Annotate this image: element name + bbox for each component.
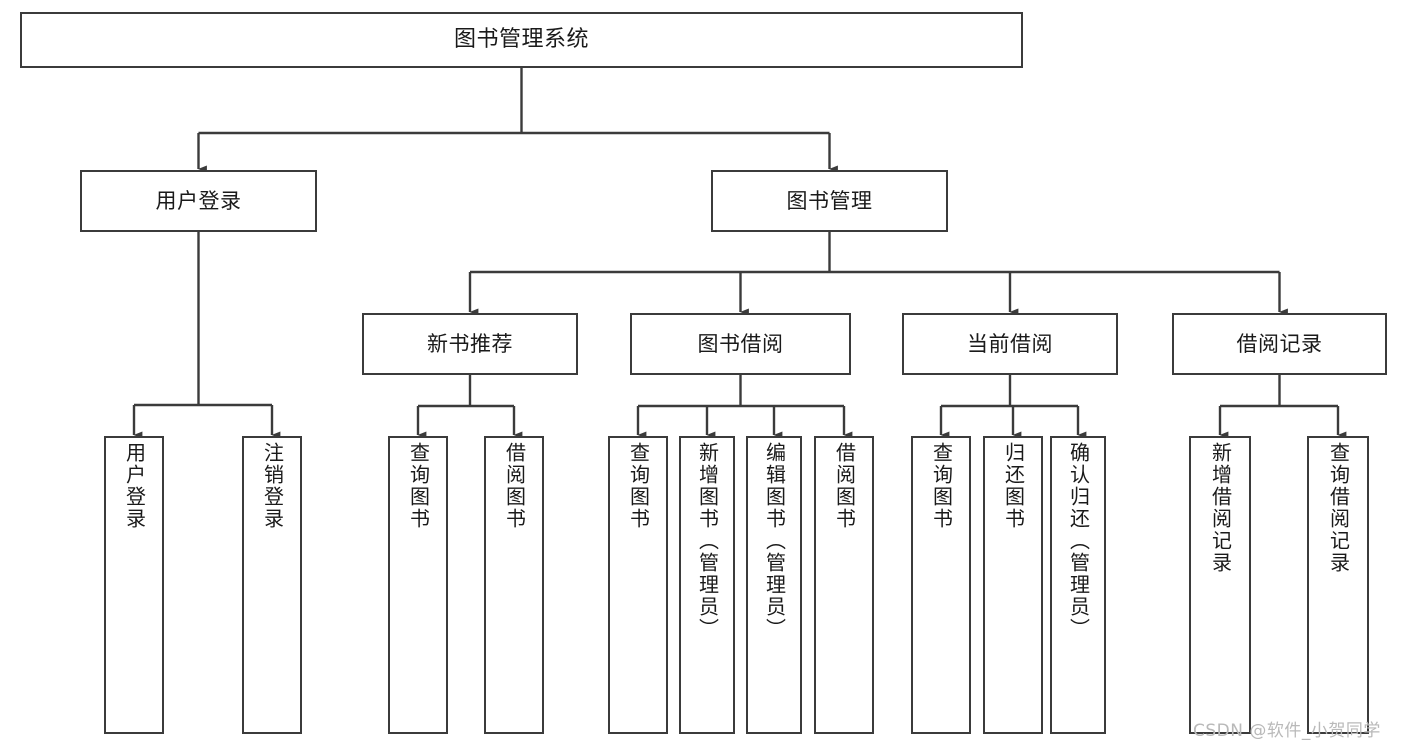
node-leaf-query-books-current[interactable]: 查询图书 [911, 436, 971, 734]
node-label: 图书管理 [786, 188, 873, 213]
node-label: 查询借阅记录 [1326, 442, 1351, 574]
node-label: 借阅图书 [832, 442, 857, 530]
node-label: 查询图书 [626, 442, 651, 530]
node-leaf-query-borrow-record[interactable]: 查询借阅记录 [1307, 436, 1369, 734]
node-leaf-edit-book-admin[interactable]: 编辑图书（管理员） [746, 436, 802, 734]
node-root[interactable]: 图书管理系统 [20, 12, 1023, 68]
node-leaf-return-books[interactable]: 归还图书 [983, 436, 1043, 734]
node-leaf-confirm-return-admin[interactable]: 确认归还（管理员） [1050, 436, 1106, 734]
node-leaf-borrow-books-rec[interactable]: 借阅图书 [484, 436, 544, 734]
node-label: 查询图书 [929, 442, 954, 530]
node-leaf-add-book-admin[interactable]: 新增图书（管理员） [679, 436, 735, 734]
node-leaf-add-borrow-record[interactable]: 新增借阅记录 [1189, 436, 1251, 734]
node-label: 新增图书（管理员） [695, 442, 720, 640]
tree-connectors [132, 68, 1347, 439]
node-new-book-recommendation[interactable]: 新书推荐 [362, 313, 578, 375]
node-label: 新增借阅记录 [1208, 442, 1233, 574]
node-label: 查询图书 [406, 442, 431, 530]
node-label: 借阅图书 [502, 442, 527, 530]
node-leaf-borrow-books[interactable]: 借阅图书 [814, 436, 874, 734]
node-leaf-query-books-rec[interactable]: 查询图书 [388, 436, 448, 734]
node-user-login[interactable]: 用户登录 [80, 170, 317, 232]
node-label: 用户登录 [122, 442, 147, 530]
node-label: 图书借阅 [697, 331, 784, 356]
node-label: 借阅记录 [1236, 331, 1323, 356]
node-label: 归还图书 [1001, 442, 1026, 530]
node-borrowing-records[interactable]: 借阅记录 [1172, 313, 1387, 375]
node-leaf-user-login[interactable]: 用户登录 [104, 436, 164, 734]
node-label: 图书管理系统 [453, 27, 589, 53]
node-label: 确认归还（管理员） [1066, 442, 1091, 640]
node-label: 当前借阅 [967, 331, 1053, 356]
node-current-borrowing[interactable]: 当前借阅 [902, 313, 1118, 375]
node-leaf-logout[interactable]: 注销登录 [242, 436, 302, 734]
node-book-borrowing[interactable]: 图书借阅 [630, 313, 851, 375]
node-label: 注销登录 [260, 442, 285, 530]
node-label: 用户登录 [155, 188, 242, 213]
node-leaf-query-books-borrow[interactable]: 查询图书 [608, 436, 668, 734]
watermark: CSDN @软件_小贺同学 [1193, 721, 1381, 741]
node-book-management[interactable]: 图书管理 [711, 170, 948, 232]
node-label: 编辑图书（管理员） [762, 442, 787, 640]
node-label: 新书推荐 [427, 331, 513, 356]
